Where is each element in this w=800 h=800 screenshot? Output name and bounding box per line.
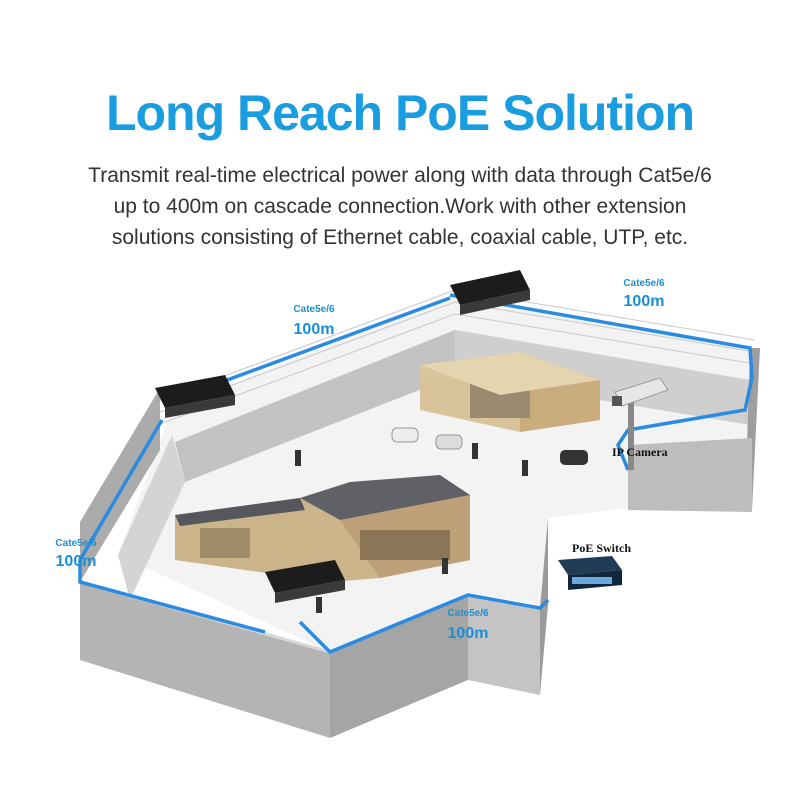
vehicles xyxy=(391,427,588,465)
cable-label-left: Cate5e/6 100m xyxy=(55,538,97,570)
people xyxy=(295,443,528,613)
ip-camera-label: IP Camera xyxy=(612,445,668,459)
cable-label-back-right: Cate5e/6 100m xyxy=(623,278,665,310)
svg-text:Cate5e/6: Cate5e/6 xyxy=(623,278,665,289)
poe-network-diagram: IP Camera PoE Switch Cate5e/6 100m Cate5… xyxy=(55,270,760,738)
description: Transmit real-time electrical power alon… xyxy=(20,160,780,253)
page-title: Long Reach PoE Solution xyxy=(105,85,695,141)
description-line-3: solutions consisting of Ethernet cable, … xyxy=(111,226,689,249)
ip-camera xyxy=(612,377,669,470)
cable-label-front: Cate5e/6 100m xyxy=(447,608,489,642)
svg-text:100m: 100m xyxy=(624,293,665,310)
svg-text:100m: 100m xyxy=(448,625,489,642)
network-cable-left xyxy=(78,419,266,634)
poe-extender-back xyxy=(450,270,530,315)
svg-text:100m: 100m xyxy=(294,321,335,338)
description-line-1: Transmit real-time electrical power alon… xyxy=(88,164,712,187)
main-building-front xyxy=(175,475,470,582)
network-cable-back-left xyxy=(199,296,451,392)
network-cable xyxy=(449,293,754,471)
poe-extender-front xyxy=(265,560,345,603)
poe-switch xyxy=(558,556,622,590)
cable-label-back-left: Cate5e/6 100m xyxy=(293,304,335,338)
poe-extender-left xyxy=(155,375,235,418)
svg-text:Cate5e/6: Cate5e/6 xyxy=(55,538,97,549)
network-cable-front xyxy=(298,593,550,655)
main-building-rear xyxy=(420,352,600,432)
description-line-2: up to 400m on cascade connection.Work wi… xyxy=(113,195,687,218)
svg-text:Cate5e/6: Cate5e/6 xyxy=(293,304,335,315)
svg-text:100m: 100m xyxy=(56,553,97,570)
poe-switch-label: PoE Switch xyxy=(572,541,631,555)
svg-text:Cate5e/6: Cate5e/6 xyxy=(447,608,489,619)
